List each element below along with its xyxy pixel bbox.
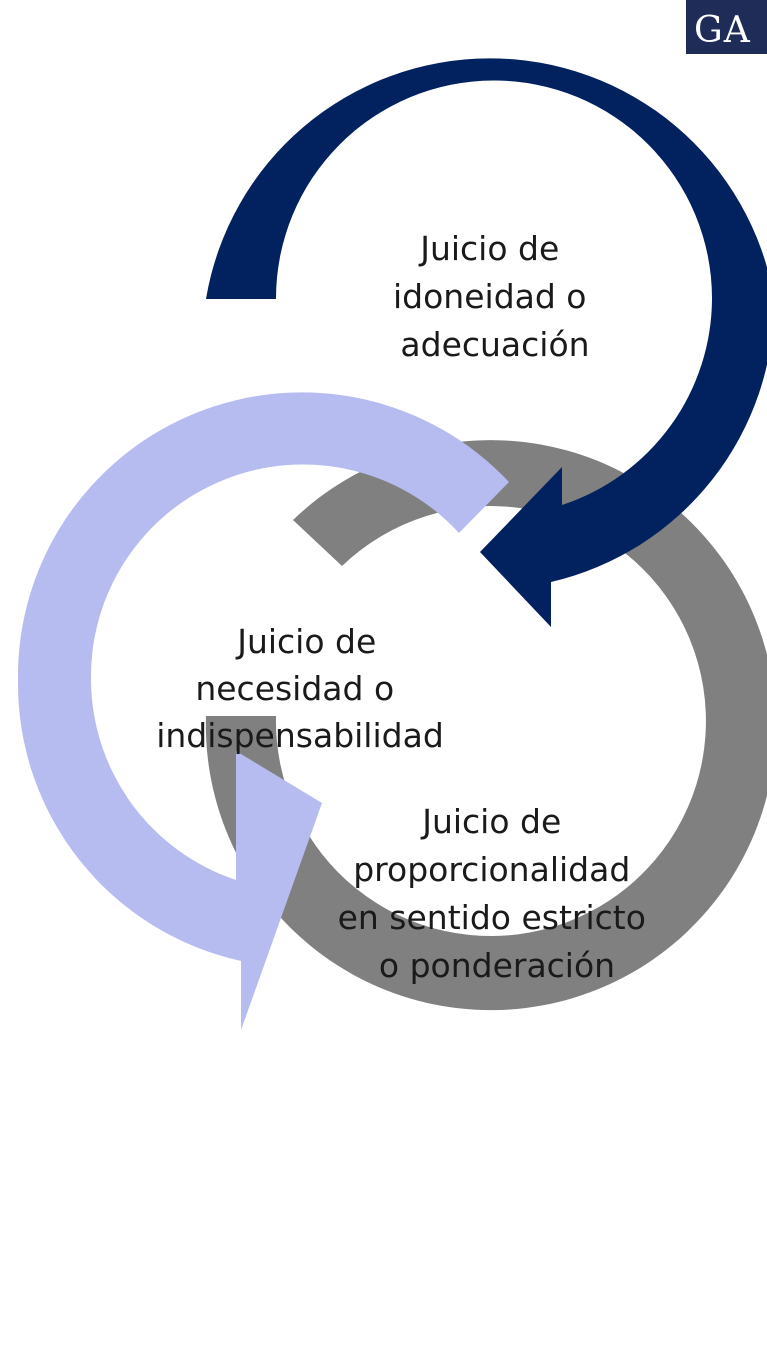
stage-2-label: Juicio de necesidad o indispensabilidad [156,622,444,755]
stage-3-line-4: o ponderación [379,946,615,985]
stage-1-line-2: idoneidad o [393,277,587,316]
logo-text: GA [694,10,751,51]
logo-badge: GA [686,0,767,54]
stage-1-label: Juicio de idoneidad o adecuación [393,229,597,364]
stage-1-line-1: Juicio de [418,229,559,268]
stage-3-line-3: en sentido estricto [338,898,646,937]
stage-3-line-2: proporcionalidad [353,850,630,889]
logo-background [686,0,767,54]
stage-2-line-1: Juicio de [235,622,376,661]
stage-2-line-2: necesidad o [195,669,394,708]
stage-1-arrow [206,58,767,627]
stage-3-label: Juicio de proporcionalidad en sentido es… [338,802,657,985]
stage-1-line-3: adecuación [400,325,589,364]
stage-2-line-3: indispensabilidad [156,716,444,755]
stage-2-arrow [17,392,509,1030]
stage-3-line-1: Juicio de [420,802,561,841]
